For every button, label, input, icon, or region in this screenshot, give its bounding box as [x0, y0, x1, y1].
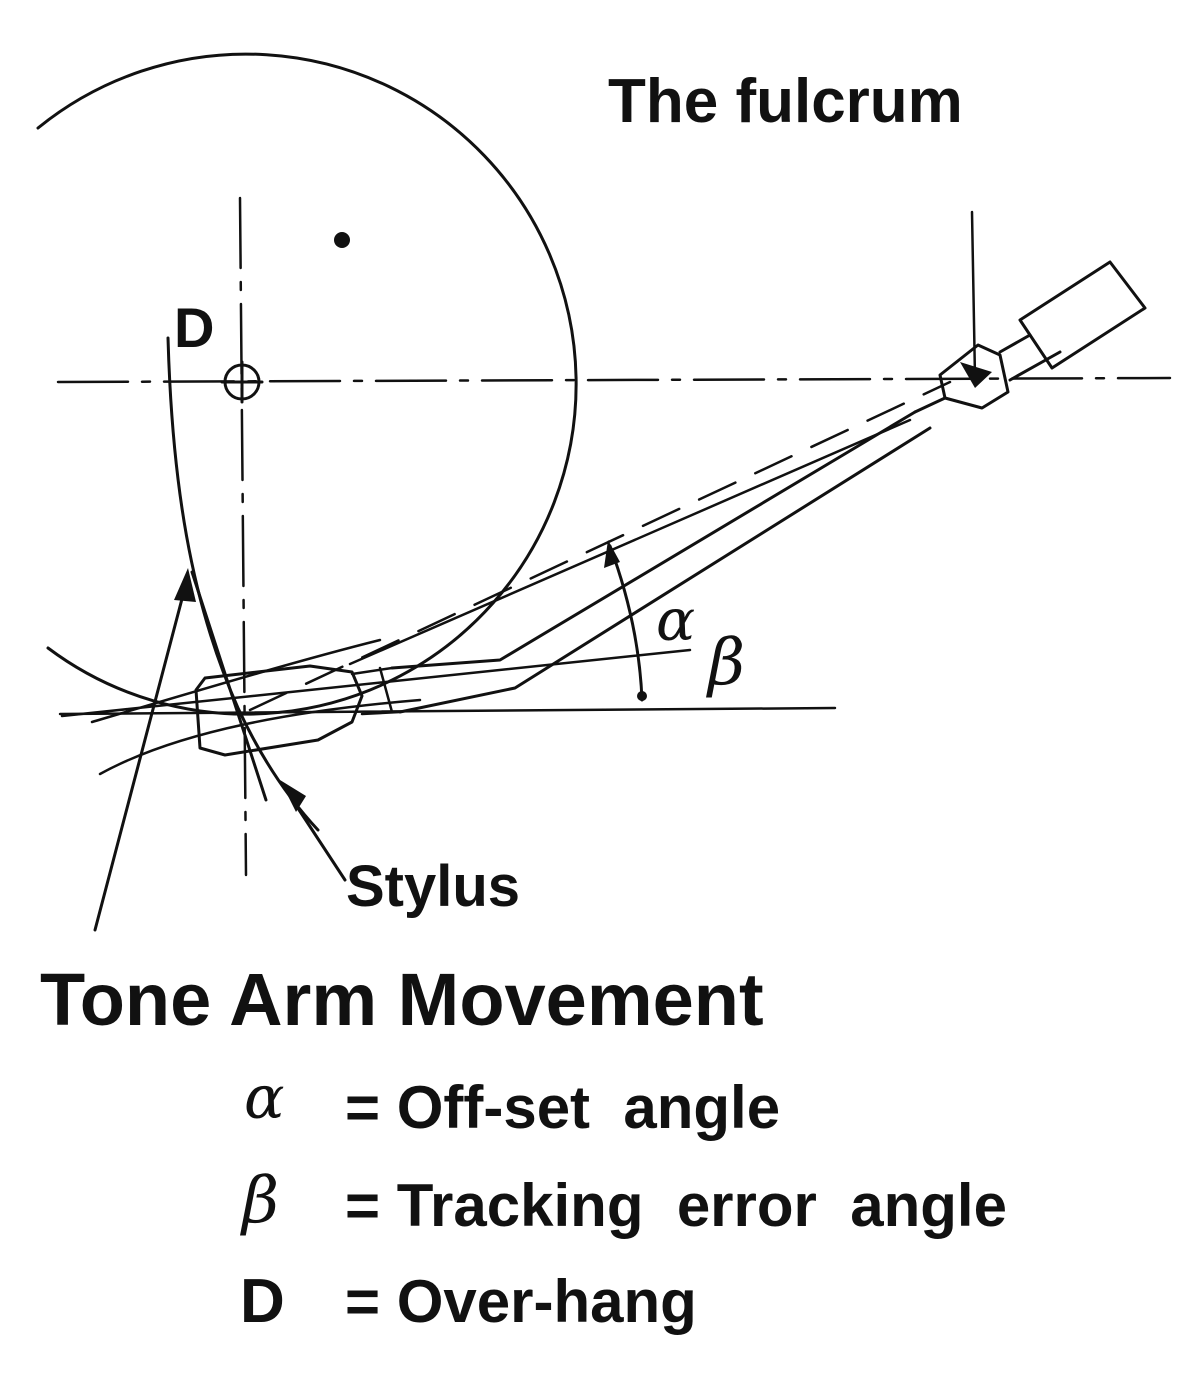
head-shell: [194, 664, 364, 757]
legend-text: = Off-set angle: [345, 1074, 780, 1141]
counterweight-shaft-a: [998, 333, 1032, 354]
movement-line-left: [93, 574, 190, 932]
counterweight: [1018, 260, 1147, 370]
angle-end-dot: [637, 691, 647, 701]
angle-arrow-top: [604, 540, 620, 568]
tangent-line: [60, 648, 692, 718]
arm-tube-upper: [390, 410, 917, 670]
pivot-to-arm: [913, 396, 947, 414]
legend-text: = Over-hang: [345, 1268, 697, 1335]
horizontal-center-line: [56, 376, 1172, 384]
vertical-center-line: [238, 196, 248, 877]
head-shell-joint-2: [360, 710, 402, 716]
head-shell-joint: [350, 666, 394, 676]
movement-line-cross: [190, 570, 268, 802]
reference-line: [58, 706, 837, 716]
beta-marker: β: [706, 626, 745, 700]
diagram-title: Tone Arm Movement: [40, 958, 764, 1041]
record-dot: [334, 232, 350, 248]
curve-lower: [98, 698, 422, 776]
arm-tube-lower: [398, 426, 932, 714]
counterweight-shaft-b: [1008, 350, 1062, 382]
legend-row-beta: β = Tracking error angle: [240, 1164, 1007, 1239]
fulcrum-vertical-line: [970, 210, 977, 380]
arm-axis-solid: [348, 418, 912, 666]
stylus-label: Stylus: [346, 854, 520, 919]
overhang-marker: D: [174, 296, 214, 359]
legend-symbol: α: [244, 1063, 285, 1133]
spindle-icon: [220, 360, 264, 404]
arm-axis-dashed: [248, 380, 952, 712]
alpha-marker: α: [656, 586, 695, 654]
curve-upper: [90, 638, 382, 724]
legend-row-alpha: α = Off-set angle: [244, 1063, 780, 1141]
legend-text: = Tracking error angle: [345, 1172, 1007, 1239]
legend-row-overhang: D = Over-hang: [240, 1267, 697, 1336]
legend-symbol: D: [240, 1267, 285, 1336]
pivot-point: [960, 362, 992, 388]
legend: α = Off-set angle β = Tracking error ang…: [240, 1063, 1007, 1336]
movement-arrow-head: [174, 568, 196, 602]
head-shell-joint-3: [378, 666, 394, 714]
record-circle: [36, 52, 578, 716]
fulcrum-label: The fulcrum: [608, 67, 963, 136]
stylus-arrow-head: [280, 780, 306, 812]
legend-symbol: β: [240, 1164, 279, 1238]
angle-arc: [608, 544, 644, 702]
